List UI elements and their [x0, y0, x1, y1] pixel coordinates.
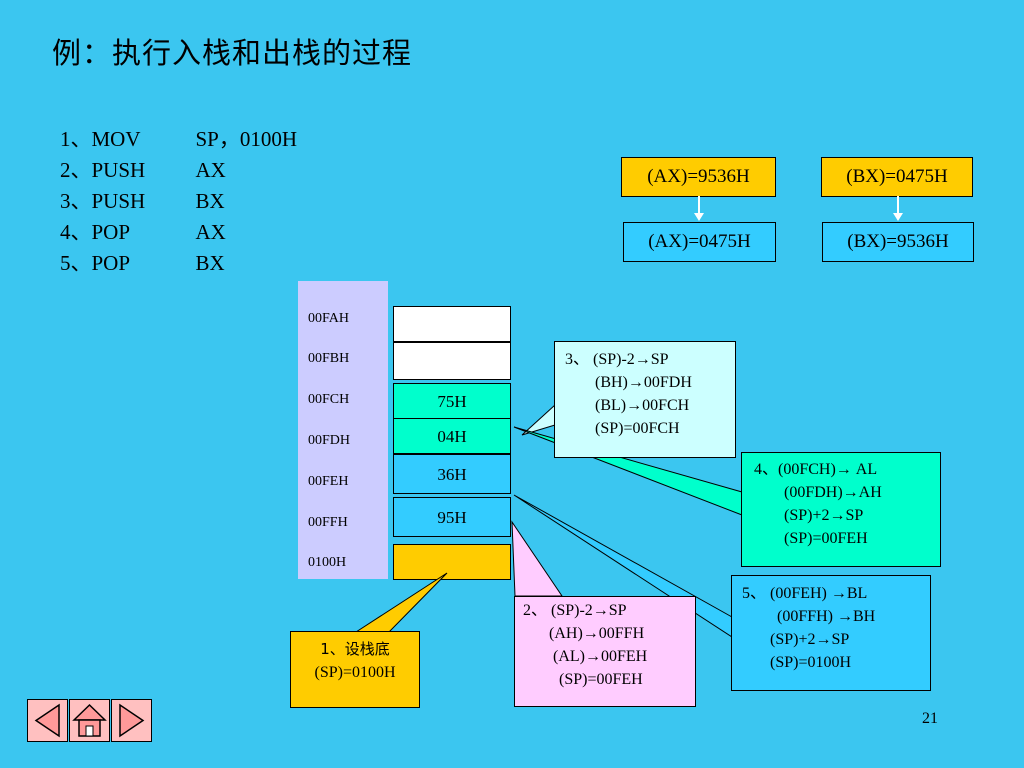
stack-cell-00fb — [393, 342, 511, 380]
note-step5: 5、 (00FEH) →BL (00FFH) →BH (SP)+2→SP (SP… — [731, 575, 931, 691]
address-label: 00FCH — [308, 392, 350, 407]
arrow-ax-head — [694, 213, 704, 221]
note-step4: 4、(00FCH)→ AL (00FDH)→AH (SP)+2→SP (SP)=… — [741, 452, 941, 567]
ax-before-box: (AX)=9536H — [621, 157, 776, 197]
arrow-bx-head — [893, 213, 903, 221]
address-label: 00FDH — [308, 433, 351, 448]
stack-cell-00fe: 36H — [393, 454, 511, 494]
prev-slide-button[interactable] — [27, 699, 68, 742]
address-label: 00FBH — [308, 351, 350, 366]
address-label: 00FEH — [308, 474, 349, 489]
page-title: 例：执行入栈和出栈的过程 — [52, 36, 413, 70]
stack-address-column: 00FAH 00FBH 00FCH 00FDH 00FEH 00FFH 0100… — [298, 281, 388, 579]
home-button[interactable] — [69, 699, 110, 742]
address-label: 0100H — [308, 555, 347, 570]
stack-cell-00fc: 75H — [393, 383, 511, 419]
prev-arrow-icon — [34, 703, 60, 738]
home-icon — [72, 703, 107, 737]
note-step1: 1、设栈底 (SP)=0100H — [290, 631, 420, 708]
ax-after-box: (AX)=0475H — [623, 222, 776, 262]
next-arrow-icon — [119, 703, 145, 738]
stack-cell-0100 — [393, 544, 511, 580]
bx-before-box: (BX)=0475H — [821, 157, 973, 197]
address-label: 00FAH — [308, 311, 349, 326]
note-step2: 2、 (SP)-2→SP (AH)→00FFH (AL)→00FEH (SP)=… — [514, 596, 696, 707]
note-step3: 3、 (SP)-2→SP (BH)→00FDH (BL)→00FCH (SP)=… — [554, 341, 736, 458]
stack-cell-00fa — [393, 306, 511, 342]
page-number: 21 — [922, 710, 938, 727]
stack-cell-00ff: 95H — [393, 497, 511, 537]
stack-cell-00fd: 04H — [393, 418, 511, 454]
callout-tail-step1 — [354, 572, 448, 633]
bx-after-box: (BX)=9536H — [822, 222, 974, 262]
address-label: 00FFH — [308, 515, 348, 530]
next-slide-button[interactable] — [111, 699, 152, 742]
callout-tail-step2 — [511, 520, 563, 597]
